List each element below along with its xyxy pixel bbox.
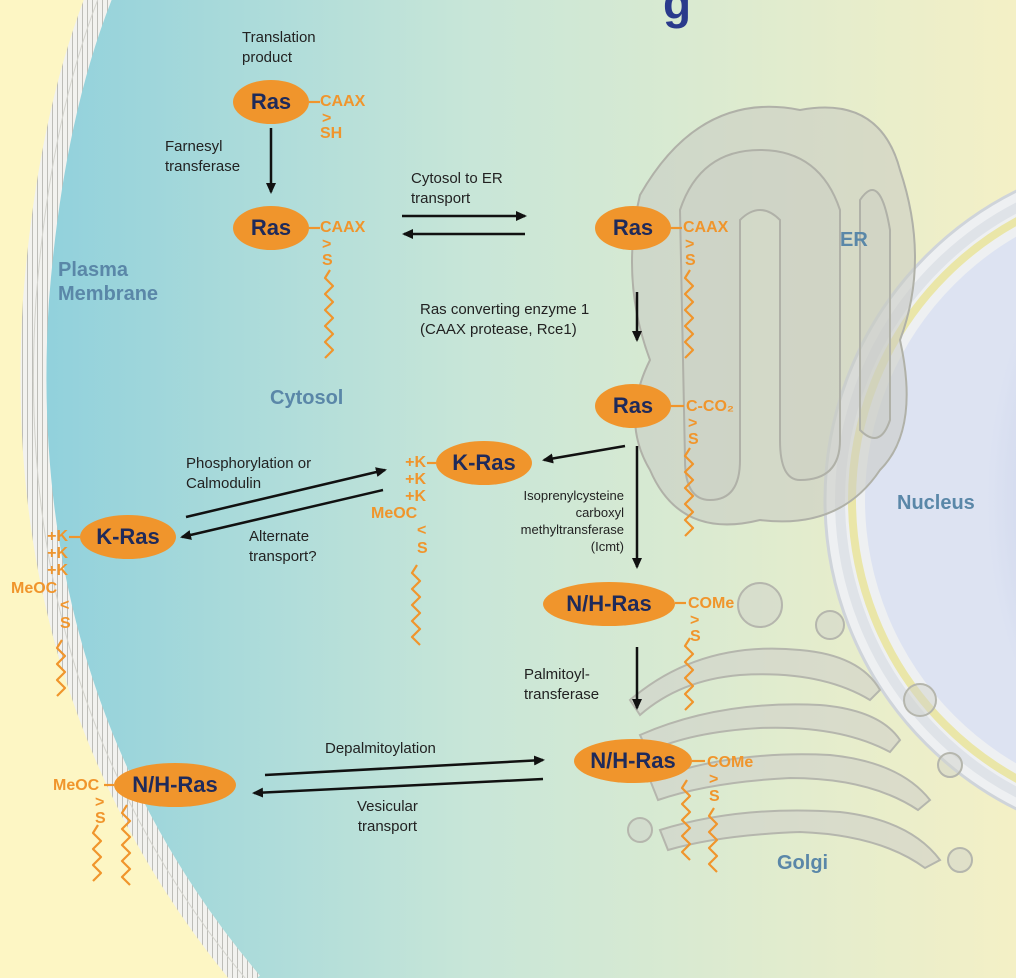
farnesyl-transferase-label: Farnesyl transferase: [165, 138, 241, 175]
reaction-arrows: [180, 128, 642, 798]
bond-glyph: >: [709, 771, 719, 788]
protein-ras-translation-product: Ras: [233, 80, 309, 124]
protein-ras-cleaved: Ras: [595, 384, 671, 428]
er-organelle: [631, 105, 916, 526]
bond-glyph: >: [688, 415, 698, 432]
arrow-alternate-transport: [180, 488, 384, 540]
cytosol-label: Cytosol: [270, 387, 344, 409]
lipid-tail: [683, 269, 695, 359]
methyl-ester-group: MeOC: [53, 777, 100, 794]
bond-glyph: <: [417, 522, 427, 539]
bond-glyph: >: [685, 236, 695, 253]
thioether-s: S: [95, 810, 106, 827]
caax-motif: CAAX: [683, 219, 729, 236]
bond-glyph: >: [690, 612, 700, 629]
title-fragment: g: [663, 0, 692, 29]
methyl-ester-group: MeOC: [371, 505, 418, 522]
icmt-label: Isoprenylcysteine carboxyl methyltransfe…: [520, 488, 624, 554]
protein-nhras-er: N/H-Ras: [543, 582, 675, 626]
bond-glyph: >: [322, 236, 332, 253]
alternate-transport-label: Alternate transport?: [249, 528, 317, 565]
thioether-s: S: [688, 431, 699, 448]
lipid-tail: [707, 807, 719, 873]
er-label: ER: [840, 229, 868, 251]
lipid-tail: [410, 564, 422, 646]
translation-product-label: Translation product: [242, 29, 316, 66]
thioether-s: S: [322, 252, 333, 269]
lysine-charges: +K +K +K: [405, 454, 426, 505]
golgi-organelle: [627, 582, 973, 873]
arrow-phosphorylation: [185, 467, 387, 519]
lipid-tail: [323, 269, 335, 359]
nucleus-label: Nucleus: [897, 492, 975, 514]
phosphorylation-label: Phosphorylation or Calmodulin: [186, 455, 312, 492]
lipid-tails: [55, 100, 719, 886]
lipid-tail: [55, 639, 67, 697]
rce1-label: Ras converting enzyme 1 (CAAX protease, …: [420, 301, 590, 338]
bond-glyph: <: [60, 597, 70, 614]
protein-kras-membrane: K-Ras: [80, 515, 176, 559]
protein-ras-farnesylated: Ras: [233, 206, 309, 250]
protein-kras-cytosol: K-Ras: [436, 441, 532, 485]
arrow-vesicular-transport: [252, 777, 544, 798]
caax-motif: CAAX: [320, 219, 366, 236]
thioether-s: S: [417, 540, 428, 557]
sh-group: SH: [320, 125, 343, 142]
thioether-s: S: [709, 788, 720, 805]
palmitoyl-transferase-label: Palmitoyl- transferase: [524, 666, 600, 703]
lipid-tail: [120, 804, 132, 886]
methyl-ester-group: COMe: [688, 595, 735, 612]
protein-nhras-membrane: N/H-Ras: [114, 763, 236, 807]
lipid-tail: [91, 824, 103, 882]
golgi-label: Golgi: [777, 852, 829, 874]
lipid-tail: [683, 637, 695, 711]
cytosol-to-er-label: Cytosol to ER transport: [411, 170, 503, 207]
thioether-s: S: [690, 628, 701, 645]
thioether-s: S: [60, 615, 71, 632]
lipid-tail: [683, 447, 695, 537]
methyl-ester-group: COMe: [707, 754, 754, 771]
thioether-s: S: [685, 252, 696, 269]
lysine-charges: +K +K +K: [47, 528, 68, 579]
depalmitoylation-label: Depalmitoylation: [325, 740, 436, 757]
plasma-membrane-label: Plasma Membrane: [58, 259, 159, 305]
lipid-tail: [680, 779, 692, 861]
arrow-depalmitoylation: [264, 755, 545, 777]
methyl-ester-group: MeOC: [11, 580, 58, 597]
vesicular-transport-label: Vesicular transport: [357, 798, 418, 835]
bond-glyph: >: [322, 110, 332, 127]
caax-motif: CAAX: [320, 93, 366, 110]
protein-nhras-golgi: N/H-Ras: [574, 739, 692, 783]
protein-ras-er: Ras: [595, 206, 671, 250]
arrow-to-kras: [542, 444, 626, 464]
carboxyl-group: C-CO₂: [686, 398, 734, 415]
bond-glyph: >: [95, 794, 105, 811]
